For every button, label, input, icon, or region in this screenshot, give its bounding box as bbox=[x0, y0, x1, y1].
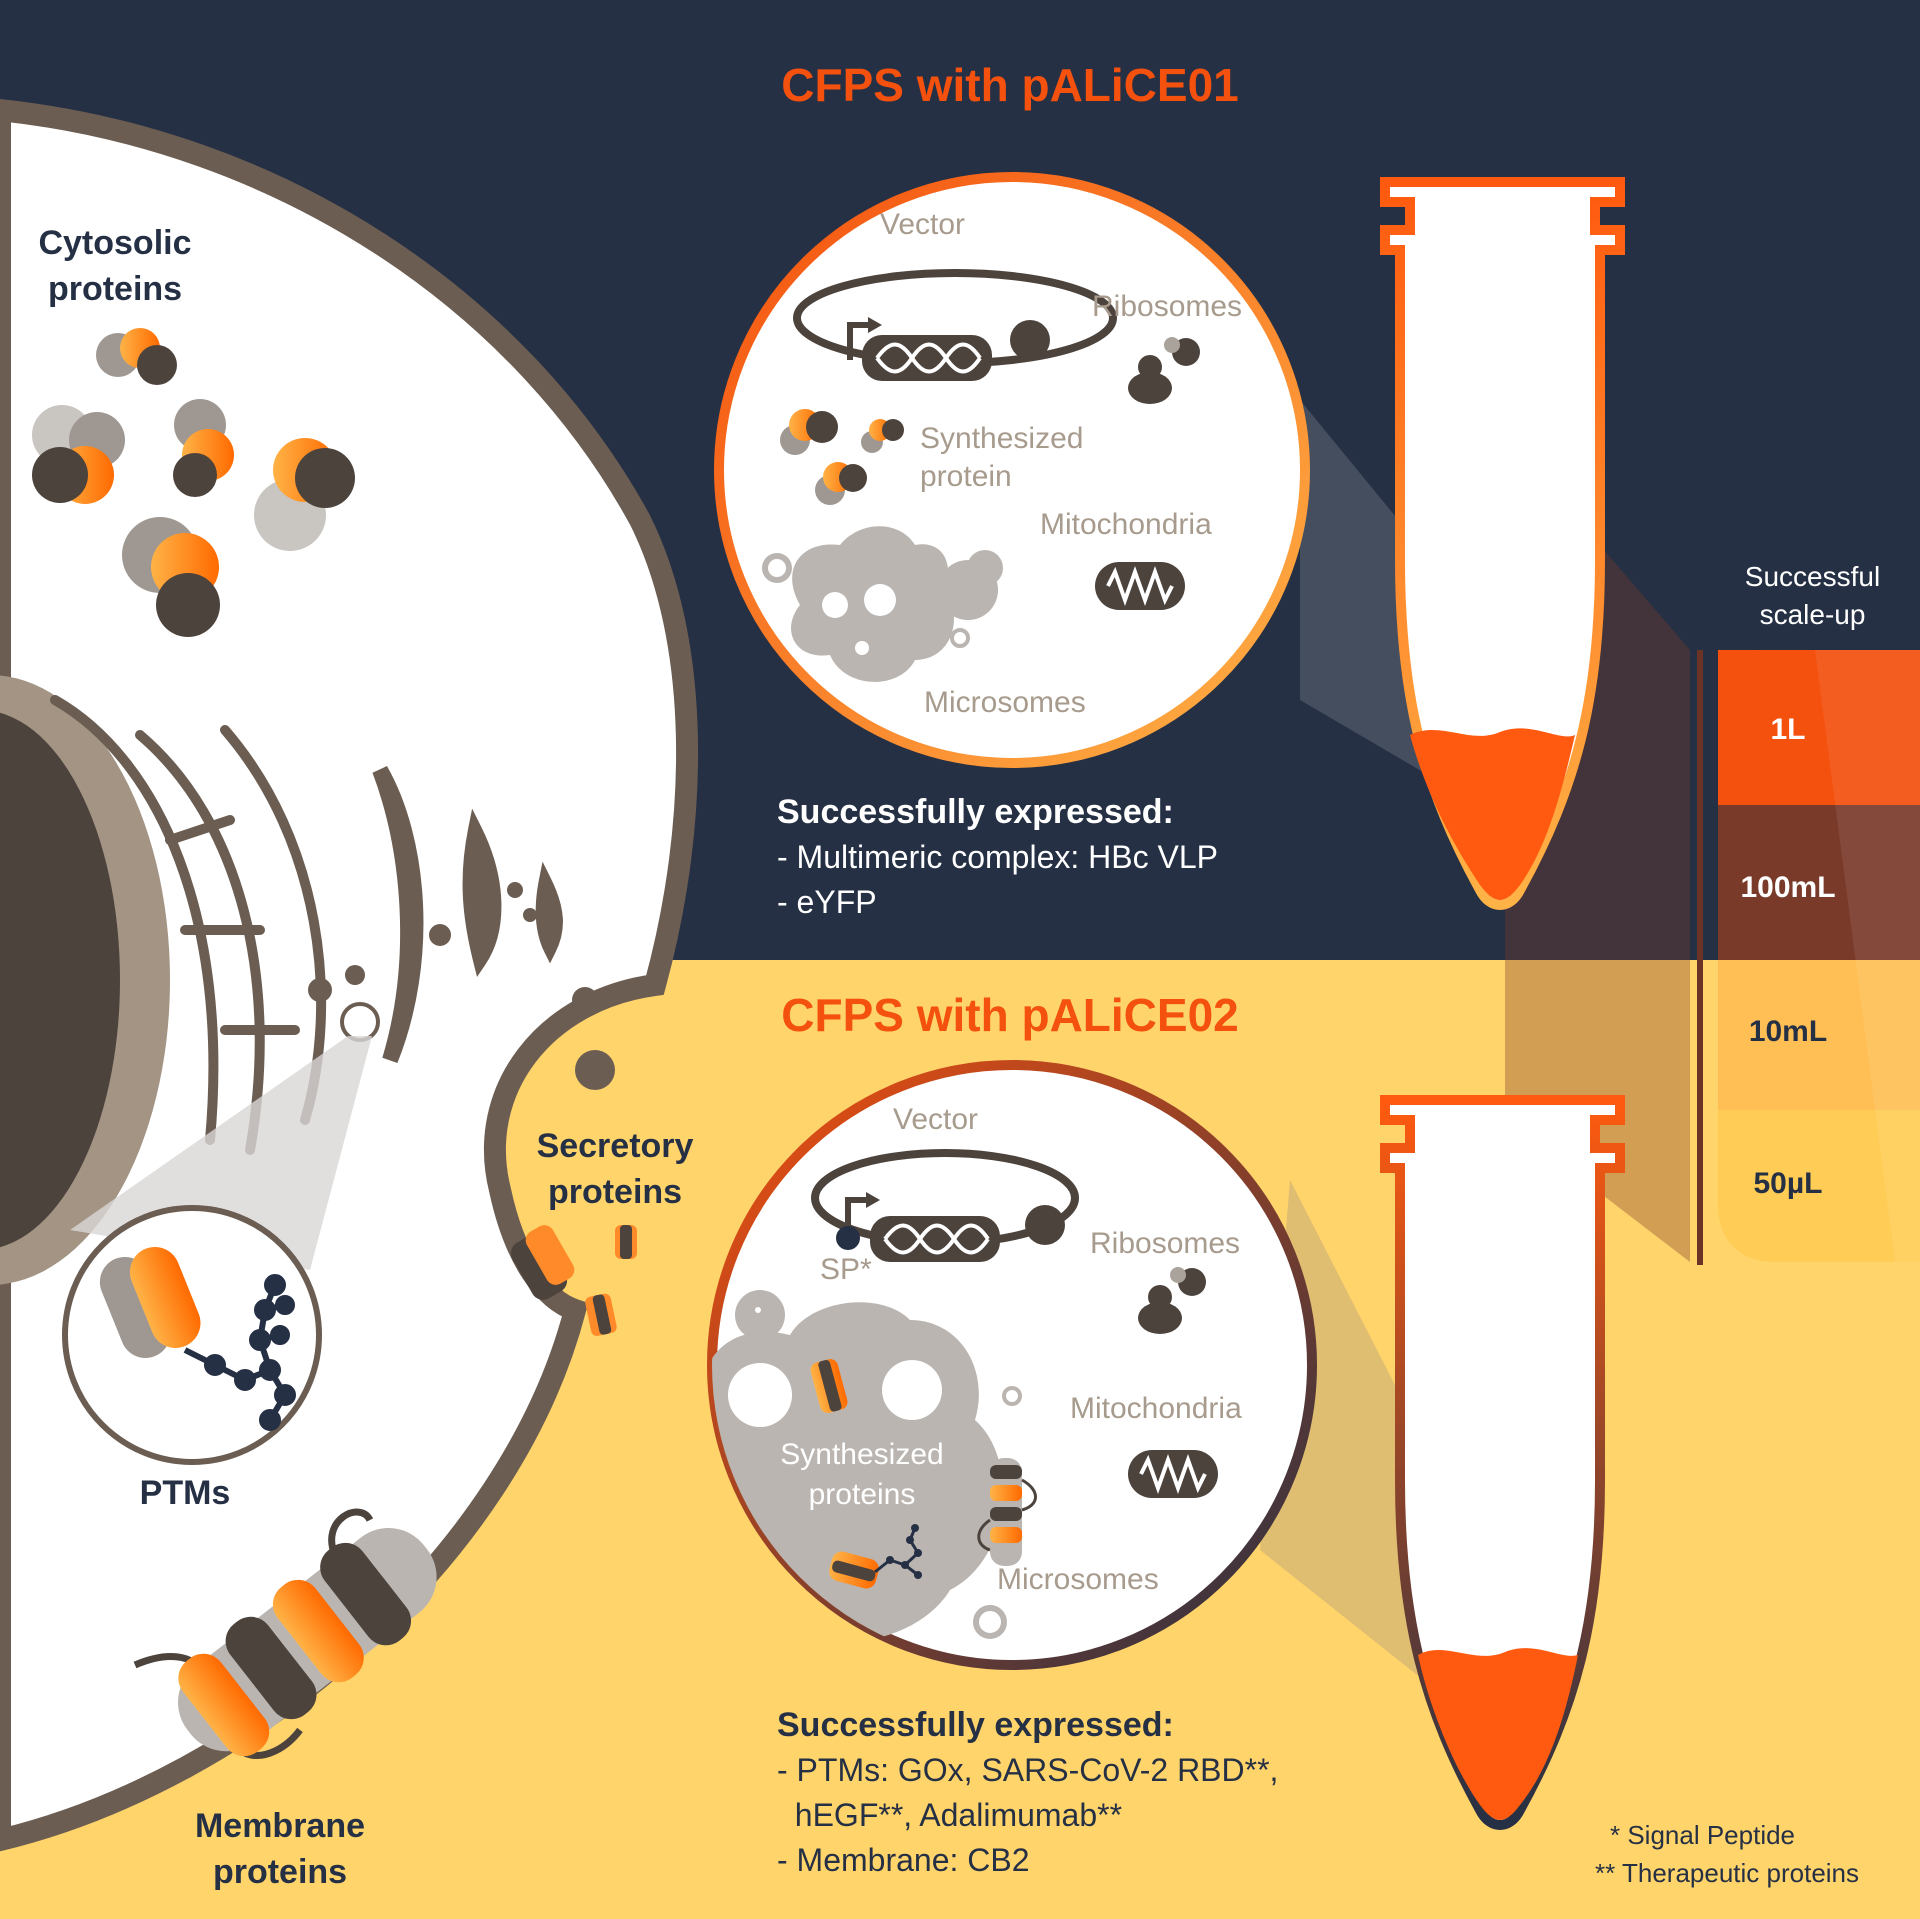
nucleus bbox=[0, 712, 120, 1248]
scale-up-title-line2: scale-up bbox=[1759, 599, 1866, 630]
top-synthesized-line2: protein bbox=[920, 460, 1012, 493]
bottom-title: CFPS with pALiCE02 bbox=[781, 989, 1239, 1041]
golgi-2 bbox=[462, 808, 502, 978]
bottom-expressed-item: - PTMs: GOx, SARS-CoV-2 RBD**, bbox=[777, 1752, 1279, 1788]
secretory-proteins bbox=[510, 1225, 637, 1336]
bottom-synthesized-line1: Synthesized bbox=[780, 1438, 944, 1471]
bottom-glycoprotein bbox=[829, 1524, 922, 1589]
top-expressed-list: Successfully expressed: - Multimeric com… bbox=[777, 790, 1218, 925]
secretory-label: Secretory proteins bbox=[525, 1123, 705, 1215]
ptms-label: PTMs bbox=[139, 1474, 231, 1512]
ptm-vesicle bbox=[340, 1002, 380, 1042]
scale-level-1l: 1L bbox=[1770, 713, 1806, 746]
top-vector-label: Vector bbox=[880, 208, 966, 241]
bottom-vector-label: Vector bbox=[893, 1103, 979, 1136]
golgi-3 bbox=[535, 861, 563, 964]
bottom-synthesized-line2: proteins bbox=[808, 1478, 916, 1511]
scale-level-10ml: 10mL bbox=[1748, 1015, 1828, 1048]
scale-up-bar bbox=[1718, 650, 1920, 1262]
bottom-synthesized-label: Synthesized proteins bbox=[772, 1435, 952, 1515]
membrane-label: Membrane proteins bbox=[175, 1803, 385, 1895]
golgi-1 bbox=[372, 766, 424, 1063]
cytosolic-label-line1: Cytosolic bbox=[38, 224, 192, 262]
bottom-mitochondrion bbox=[1128, 1450, 1218, 1498]
scale-line bbox=[1697, 650, 1703, 1265]
bottom-sp-label: SP* bbox=[820, 1253, 872, 1286]
bottom-mitochondria-label: Mitochondria bbox=[1070, 1392, 1242, 1425]
footnote-therapeutic: ** Therapeutic proteins bbox=[1595, 1858, 1860, 1888]
bottom-ribosomes-label: Ribosomes bbox=[1090, 1227, 1241, 1260]
scale-level-50ul: 50µL bbox=[1753, 1167, 1823, 1200]
ptm-zoom-cone bbox=[70, 1036, 372, 1270]
bottom-expressed-list: Successfully expressed: - PTMs: GOx, SAR… bbox=[777, 1703, 1278, 1883]
scale-up-title: Successful scale-up bbox=[1730, 558, 1895, 634]
bottom-expressed-item: - Membrane: CB2 bbox=[777, 1842, 1030, 1878]
top-synthesized-label: Synthesized protein bbox=[920, 420, 1083, 496]
bottom-expressed-heading: Successfully expressed: bbox=[777, 1706, 1174, 1744]
membrane-protein bbox=[133, 1508, 437, 1759]
top-microsomes-label: Microsomes bbox=[924, 686, 1086, 719]
cytosolic-label-line2: proteins bbox=[47, 270, 183, 308]
tube-top bbox=[1380, 177, 1625, 910]
top-expressed-item: - Multimeric complex: HBc VLP bbox=[777, 839, 1218, 875]
top-synthesized-proteins bbox=[780, 409, 904, 505]
footnote-signal-peptide: * Signal Peptide bbox=[1610, 1820, 1796, 1850]
top-expressed-heading: Successfully expressed: bbox=[777, 793, 1174, 831]
top-mitochondrion bbox=[1095, 562, 1185, 610]
bottom-detail-circle bbox=[707, 1060, 1317, 1670]
tube-bottom bbox=[1380, 1095, 1625, 1830]
membrane-label-line2: proteins bbox=[212, 1853, 348, 1891]
glycan-chain bbox=[183, 1274, 296, 1431]
cytosolic-label: Cytosolic proteins bbox=[20, 220, 210, 312]
bottom-expressed-item: hEGF**, Adalimumab** bbox=[777, 1797, 1123, 1833]
scale-level-100ml: 100mL bbox=[1740, 871, 1836, 904]
top-detail-circle bbox=[714, 172, 1310, 768]
vesicles bbox=[308, 882, 615, 1090]
membrane-label-line1: Membrane bbox=[194, 1807, 366, 1845]
top-mitochondria-label: Mitochondria bbox=[1040, 508, 1212, 541]
top-expressed-item: - eYFP bbox=[777, 884, 877, 920]
top-ribosomes-label: Ribosomes bbox=[1092, 290, 1243, 323]
top-synthesized-line1: Synthesized bbox=[920, 422, 1084, 455]
secretory-label-line1: Secretory bbox=[536, 1127, 694, 1165]
cytosolic-protein-clusters bbox=[32, 328, 355, 637]
scale-up-title-line1: Successful bbox=[1744, 561, 1881, 592]
bottom-microsomes-label: Microsomes bbox=[997, 1563, 1159, 1596]
secretory-label-line2: proteins bbox=[547, 1173, 683, 1211]
bottom-membrane-protein bbox=[977, 1458, 1037, 1566]
top-title: CFPS with pALiCE01 bbox=[781, 59, 1239, 111]
